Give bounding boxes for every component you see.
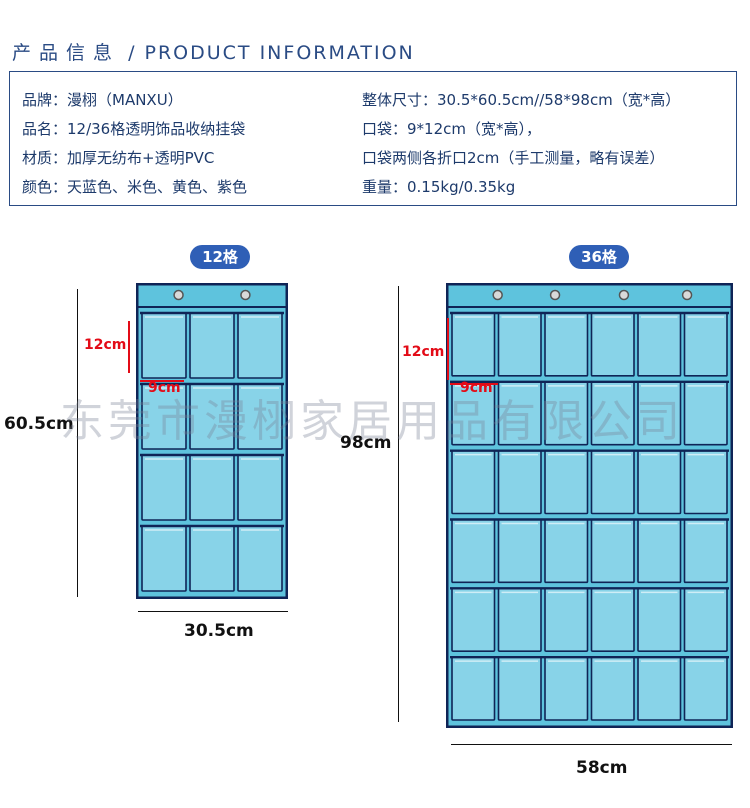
pvc-pocket — [141, 454, 187, 521]
pocket-height-label-large: 12cm — [402, 344, 445, 360]
info-weight: 重量：0.15kg/0.35kg — [362, 178, 516, 196]
header-title-cn: 产品信息 — [12, 42, 121, 64]
info-right-column: 整体尺寸：30.5*60.5cm//58*98cm（宽*高） 口袋：9*12cm… — [362, 86, 680, 202]
pvc-pocket — [189, 454, 235, 521]
pvc-pocket — [189, 525, 235, 592]
grommet-icon — [492, 289, 503, 301]
pvc-pocket — [544, 587, 589, 652]
pvc-pocket — [497, 518, 542, 584]
badge-12-pockets: 12格 — [190, 245, 250, 269]
pocket-width-label-large: 9cm — [460, 380, 493, 396]
width-line-small — [138, 611, 288, 612]
pvc-pocket — [451, 312, 496, 377]
pvc-pocket — [544, 656, 589, 721]
pvc-pocket — [683, 449, 728, 515]
info-pocket-size: 口袋：9*12cm（宽*高）， — [362, 120, 541, 138]
pvc-pocket — [237, 454, 283, 521]
pvc-pocket — [544, 518, 589, 584]
header-title-en: PRODUCT INFORMATION — [144, 42, 415, 64]
section-header: 产品信息 / PRODUCT INFORMATION — [12, 38, 415, 68]
width-line-large — [451, 744, 732, 745]
pvc-pocket — [497, 656, 542, 721]
pvc-pocket — [683, 656, 728, 721]
product-info-box: 品牌：漫栩（MANXU） 品名：12/36格透明饰品收纳挂袋 材质：加厚无纺布+… — [9, 71, 737, 206]
pvc-pocket — [141, 525, 187, 592]
info-overall-size: 整体尺寸：30.5*60.5cm//58*98cm（宽*高） — [362, 91, 681, 109]
company-watermark: 东莞市漫栩家居用品有限公司 — [60, 396, 684, 447]
pvc-pocket — [237, 312, 283, 379]
width-label-large: 58cm — [576, 758, 628, 778]
pvc-pocket — [451, 656, 496, 721]
pvc-pocket — [497, 312, 542, 377]
info-colors: 颜色：天蓝色、米色、黄色、紫色 — [22, 178, 248, 196]
pocket-width-label-small: 9cm — [148, 380, 181, 396]
pvc-pocket — [451, 518, 496, 584]
organizer-36-pockets-image — [446, 283, 733, 728]
pvc-pocket — [237, 525, 283, 592]
pvc-pocket — [451, 587, 496, 652]
pocket-height-label-small: 12cm — [84, 337, 127, 353]
pvc-pocket — [590, 312, 635, 377]
pvc-pocket — [189, 312, 235, 379]
height-label-small: 60.5cm — [4, 414, 74, 434]
pvc-pocket — [497, 449, 542, 515]
pvc-pocket — [637, 449, 682, 515]
pvc-pocket — [141, 312, 187, 379]
pocket-height-marker-small — [128, 321, 130, 373]
pvc-pocket — [544, 449, 589, 515]
info-product-name: 品名：12/36格透明饰品收纳挂袋 — [22, 120, 246, 138]
grommet-icon — [681, 289, 693, 301]
pvc-pocket — [683, 312, 728, 377]
grommet-icon — [240, 289, 251, 301]
grommet-icon — [618, 289, 630, 301]
pocket-height-marker-large — [447, 318, 449, 380]
pvc-pocket — [637, 312, 682, 377]
header-separator: / — [128, 42, 137, 64]
height-label-large: 98cm — [340, 433, 392, 453]
pvc-pocket — [590, 587, 635, 652]
grommet-icon — [173, 289, 184, 301]
pocket-width-marker-large — [450, 383, 498, 385]
height-line-small — [77, 289, 78, 597]
grommet-icon — [549, 289, 561, 301]
pvc-pocket — [637, 587, 682, 652]
height-line-large — [398, 286, 399, 722]
pvc-pocket — [683, 587, 728, 652]
pvc-pocket — [497, 587, 542, 652]
pvc-pocket — [451, 449, 496, 515]
pvc-pocket — [590, 449, 635, 515]
info-material: 材质：加厚无纺布+透明PVC — [22, 149, 215, 167]
pvc-pocket — [544, 312, 589, 377]
pvc-pocket — [637, 656, 682, 721]
pvc-pocket — [590, 656, 635, 721]
info-left-column: 品牌：漫栩（MANXU） 品名：12/36格透明饰品收纳挂袋 材质：加厚无纺布+… — [22, 86, 247, 202]
width-label-small: 30.5cm — [184, 621, 254, 641]
pvc-pocket — [590, 518, 635, 584]
pocket-width-marker-small — [140, 380, 184, 382]
badge-36-pockets: 36格 — [569, 245, 629, 269]
info-pocket-fold: 口袋两侧各折口2cm（手工测量，略有误差） — [362, 149, 665, 167]
organizer-12-pockets-image — [136, 283, 288, 599]
pvc-pocket — [683, 381, 728, 446]
info-brand: 品牌：漫栩（MANXU） — [22, 91, 183, 109]
pvc-pocket — [637, 518, 682, 584]
pvc-pocket — [683, 518, 728, 584]
